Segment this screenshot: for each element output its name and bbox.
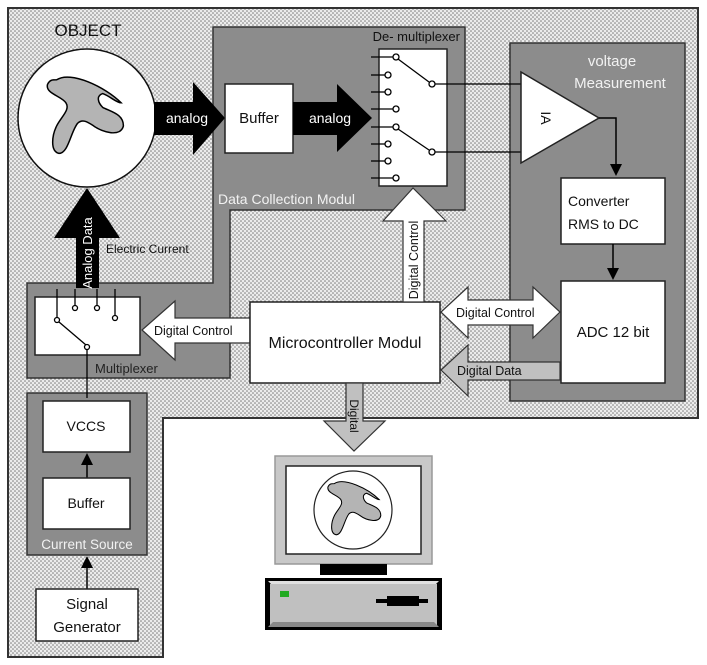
signal-generator-label-line1: Signal: [66, 596, 108, 613]
digital-control-arrow-adc: Digital Control: [440, 285, 561, 340]
analog-arrow-object-to-buffer: analog: [154, 82, 225, 155]
instrumentation-amplifier: IA: [520, 70, 622, 176]
signal-generator-label-line2: Generator: [53, 619, 121, 636]
digital-control-label: Digital Control: [407, 221, 421, 300]
microcontroller-label: Microcontroller Modul: [269, 335, 422, 352]
digital-data-arrow: Digital Data: [440, 343, 561, 398]
data-collection-module-label: Data Collection Modul: [218, 191, 355, 207]
electric-current-label: Electric Current: [106, 242, 189, 256]
converter-block: [560, 177, 666, 245]
converter-label-line1: Converter: [568, 193, 630, 209]
digital-arrow-to-pc: Digital: [322, 382, 387, 452]
buffer-label: Buffer: [239, 110, 279, 127]
digital-control-label: Digital Control: [154, 324, 233, 338]
current-source-label: Current Source: [41, 537, 133, 552]
multiplexer-block: [34, 289, 141, 398]
object-title: OBJECT: [54, 21, 121, 40]
analog-arrow-buffer-to-demux: analog: [293, 84, 372, 152]
adc-label: ADC 12 bit: [577, 324, 650, 341]
analog-arrow-label: analog: [309, 110, 351, 126]
digital-data-label: Digital Data: [457, 364, 522, 378]
adc-block: [560, 280, 666, 384]
digital-control-label: Digital Control: [456, 306, 535, 320]
digital-label: Digital: [347, 399, 361, 432]
signal-generator-block: [35, 588, 139, 642]
pc-case-icon: [265, 578, 442, 630]
vccs-block: [42, 400, 131, 453]
current-source-buffer-block: [42, 477, 131, 530]
voltage-measurement-label-line2: Measurement: [574, 75, 667, 92]
microcontroller-block: [249, 301, 441, 384]
analog-arrow-label: analog: [166, 110, 208, 126]
power-led: [280, 591, 289, 597]
multiplexer-label: Multiplexer: [95, 361, 159, 376]
amplifier-label: IA: [538, 111, 554, 125]
current-source-buffer-label: Buffer: [67, 495, 104, 511]
demultiplexer-block: [371, 48, 521, 187]
monitor-stand: [320, 564, 387, 575]
digital-control-arrow-to-demux: Digital Control: [381, 187, 448, 303]
vccs-label: VCCS: [67, 418, 106, 434]
analog-data-arrow: Analog Data: [54, 188, 120, 289]
computer-icon: [265, 455, 442, 630]
monitor-icon: [274, 455, 433, 565]
converter-label-line2: RMS to DC: [568, 216, 639, 232]
demultiplexer-label: De- multiplexer: [373, 29, 461, 44]
object-circle: [17, 48, 157, 188]
analog-data-label: Analog Data: [80, 216, 95, 288]
digital-control-arrow-to-mux: Digital Control: [141, 299, 251, 362]
voltage-measurement-label-line1: voltage: [588, 53, 636, 70]
